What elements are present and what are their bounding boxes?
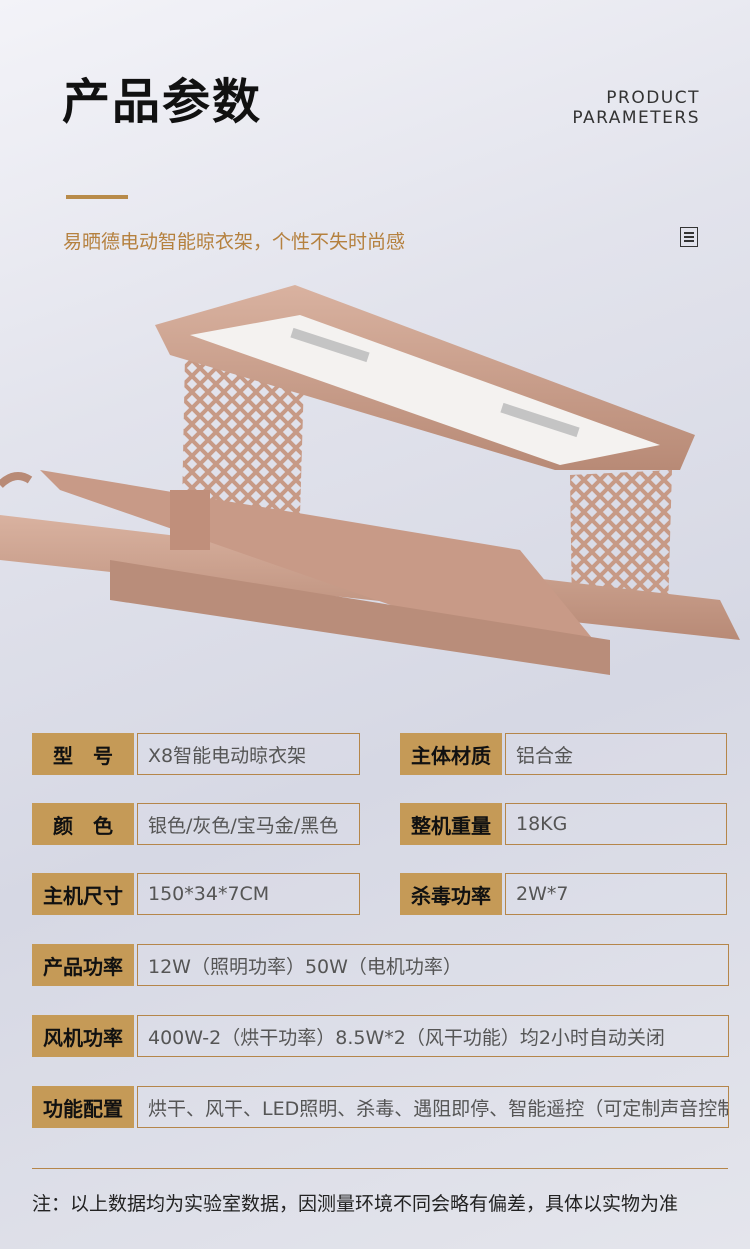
spec-value: 银色/灰色/宝马金/黑色 — [137, 803, 360, 845]
light-panel — [190, 315, 660, 465]
product-image — [0, 285, 740, 675]
spec-label: 功能配置 — [32, 1086, 134, 1128]
spec-value: 2W*7 — [505, 873, 727, 915]
spec-value: 12W（照明功率）50W（电机功率） — [137, 944, 729, 986]
english-title: PRODUCT PARAMETERS — [572, 88, 700, 128]
spec-label: 主机尺寸 — [32, 873, 134, 915]
spec-label: 风机功率 — [32, 1015, 134, 1057]
spec-label: 型 号 — [32, 733, 134, 775]
subtitle: 易晒德电动智能晾衣架，个性不失时尚感 — [63, 231, 406, 253]
spec-value: 400W-2（烘干功率）8.5W*2（风干功能）均2小时自动关闭 — [137, 1015, 729, 1057]
spec-label: 产品功率 — [32, 944, 134, 986]
divider — [32, 1168, 728, 1169]
spec-value: 18KG — [505, 803, 727, 845]
footnote: 注：以上数据均为实验室数据，因测量环境不同会略有偏差，具体以实物为准 — [32, 1193, 679, 1215]
document-icon — [680, 227, 698, 247]
english-title-line1: PRODUCT — [606, 88, 700, 108]
scissor-arm-left — [182, 345, 305, 515]
spec-label: 主体材质 — [400, 733, 502, 775]
english-title-line2: PARAMETERS — [572, 108, 700, 128]
spec-label: 杀毒功率 — [400, 873, 502, 915]
drying-rod-lower — [110, 560, 610, 675]
accent-bar — [66, 195, 128, 199]
spec-value: 铝合金 — [505, 733, 727, 775]
spec-value: 烘干、风干、LED照明、杀毒、遇阻即停、智能遥控（可定制声音控制） — [137, 1086, 729, 1128]
spec-label: 整机重量 — [400, 803, 502, 845]
spec-value: 150*34*7CM — [137, 873, 360, 915]
spec-label: 颜 色 — [32, 803, 134, 845]
scissor-arm-right — [570, 470, 672, 610]
page-title: 产品参数 — [62, 74, 263, 130]
spec-value: X8智能电动晾衣架 — [137, 733, 360, 775]
